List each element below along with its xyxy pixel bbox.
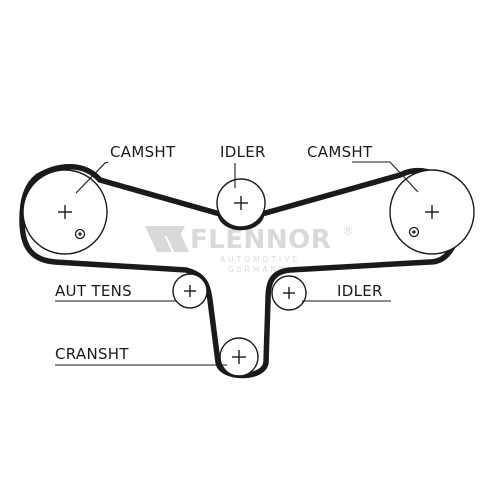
crankshaft-pulley <box>219 337 259 377</box>
auto-tensioner-label: AUT TENS <box>55 282 132 300</box>
flennor-logo-mark <box>145 226 189 252</box>
watermark-brand: FLENNOR <box>190 225 331 255</box>
camshaft-right-label: CAMSHT <box>307 143 373 161</box>
idler-lower-pulley <box>271 275 307 311</box>
label-crankshaft: CRANSHT <box>55 345 227 366</box>
flennor-watermark: FLENNOR ® AUTOMOTIVE GERMANY <box>145 224 354 274</box>
label-idler-top: IDLER <box>220 143 266 188</box>
camshaft-left-label: CAMSHT <box>110 143 176 161</box>
watermark-subline-1: AUTOMOTIVE <box>220 255 300 264</box>
label-camshaft-right: CAMSHT <box>307 143 419 193</box>
watermark-registered-mark: ® <box>342 224 354 238</box>
camshaft-right-pulley <box>389 169 475 255</box>
watermark-subline-2: GERMANY <box>228 265 287 274</box>
timing-mark-icon <box>408 226 420 238</box>
timing-mark-icon <box>74 228 86 240</box>
idler-top-label: IDLER <box>220 143 266 161</box>
camshaft-left-pulley <box>22 169 108 255</box>
idler-top-pulley <box>216 178 266 228</box>
label-camshaft-left: CAMSHT <box>75 143 176 194</box>
crankshaft-label: CRANSHT <box>55 345 129 363</box>
auto-tensioner-pulley <box>172 273 208 309</box>
idler-lower-label: IDLER <box>337 282 383 300</box>
label-idler-lower: IDLER <box>302 282 391 302</box>
label-auto-tensioner: AUT TENS <box>55 282 176 302</box>
